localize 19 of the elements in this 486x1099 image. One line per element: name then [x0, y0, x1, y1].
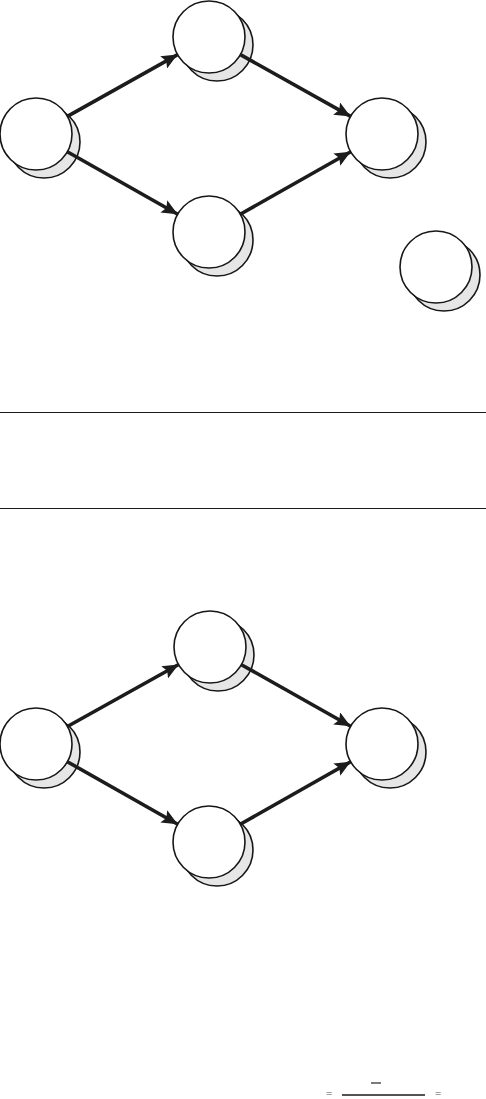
circle-node	[0, 97, 81, 179]
arrow	[240, 663, 352, 728]
equals-sign: =	[325, 1088, 333, 1098]
circle-node	[172, 0, 254, 82]
arrow	[66, 53, 179, 118]
circle-node	[0, 707, 81, 789]
arrow	[66, 760, 179, 826]
circle-node	[173, 610, 255, 692]
arrow	[66, 662, 180, 729]
circle-node	[345, 97, 427, 179]
arrow	[239, 53, 352, 118]
equals-sign: =	[434, 1088, 442, 1098]
arrow	[239, 760, 352, 826]
circle-node	[399, 230, 481, 312]
circle-node	[172, 195, 254, 277]
circle-node	[172, 805, 254, 887]
arrow	[239, 150, 352, 216]
circle-node	[345, 707, 427, 789]
arrow	[66, 150, 179, 216]
